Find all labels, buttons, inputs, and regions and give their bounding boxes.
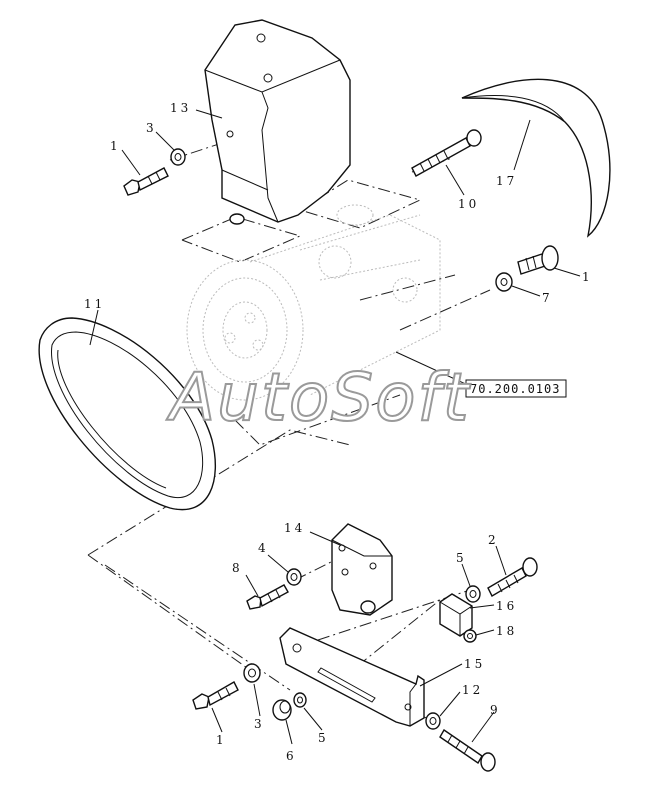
watermark: AutoSoft [166,359,471,436]
leader-lines [89,109,581,745]
spacer-block [439,593,473,637]
washer-lower [425,712,441,730]
washer-bottom-small [293,692,307,708]
callout-12: 12 [462,683,483,697]
callout-6: 6 [286,749,297,763]
callout-1-bottom: 1 [216,733,227,747]
bolt-bottom-left [192,681,239,710]
bolt-lower-right [487,557,538,597]
callout-3-top: 3 [146,121,157,135]
callout-labels: 1 3 13 10 17 1 7 11 14 4 8 5 2 16 18 15 … [84,101,593,763]
upper-mounting-bracket [204,19,351,225]
small-nut [463,629,477,643]
drive-belt [38,317,216,511]
callout-8: 8 [232,561,243,575]
callout-9: 9 [490,703,501,717]
washer-right [495,272,513,292]
callout-17: 17 [496,174,517,188]
callout-1-top: 1 [110,139,121,153]
washer-top [170,148,186,166]
washer-bottom [243,663,261,683]
compressor-ghost [186,204,441,401]
washer-mid [286,568,302,586]
callout-1-right: 1 [582,270,593,284]
callout-16: 16 [496,599,517,613]
callout-7: 7 [542,291,553,305]
long-bolt [411,129,482,177]
upper-plate [331,523,393,616]
callout-11: 11 [84,297,105,311]
bolt-top-left [123,167,169,196]
lower-adjusting-bracket [279,627,425,727]
reference-code: 70.200.0103 [470,382,560,396]
callout-15: 15 [464,657,485,671]
callout-3-bottom: 3 [254,717,265,731]
callout-18: 18 [496,624,517,638]
callout-4: 4 [258,541,269,555]
callout-2: 2 [488,533,499,547]
callout-5-right: 5 [456,551,467,565]
callout-10: 10 [458,197,479,211]
callout-14: 14 [284,521,305,535]
bolt-right [517,245,559,275]
callout-13: 13 [170,101,191,115]
bolt-bottom-right [439,728,496,772]
bolt-mid [246,584,289,610]
reference-code-box: 70.200.0103 [465,379,567,398]
callout-5-bottom: 5 [318,731,329,745]
round-spacer [272,699,292,721]
washer-lower-right [465,585,481,603]
curved-shield [461,78,611,238]
